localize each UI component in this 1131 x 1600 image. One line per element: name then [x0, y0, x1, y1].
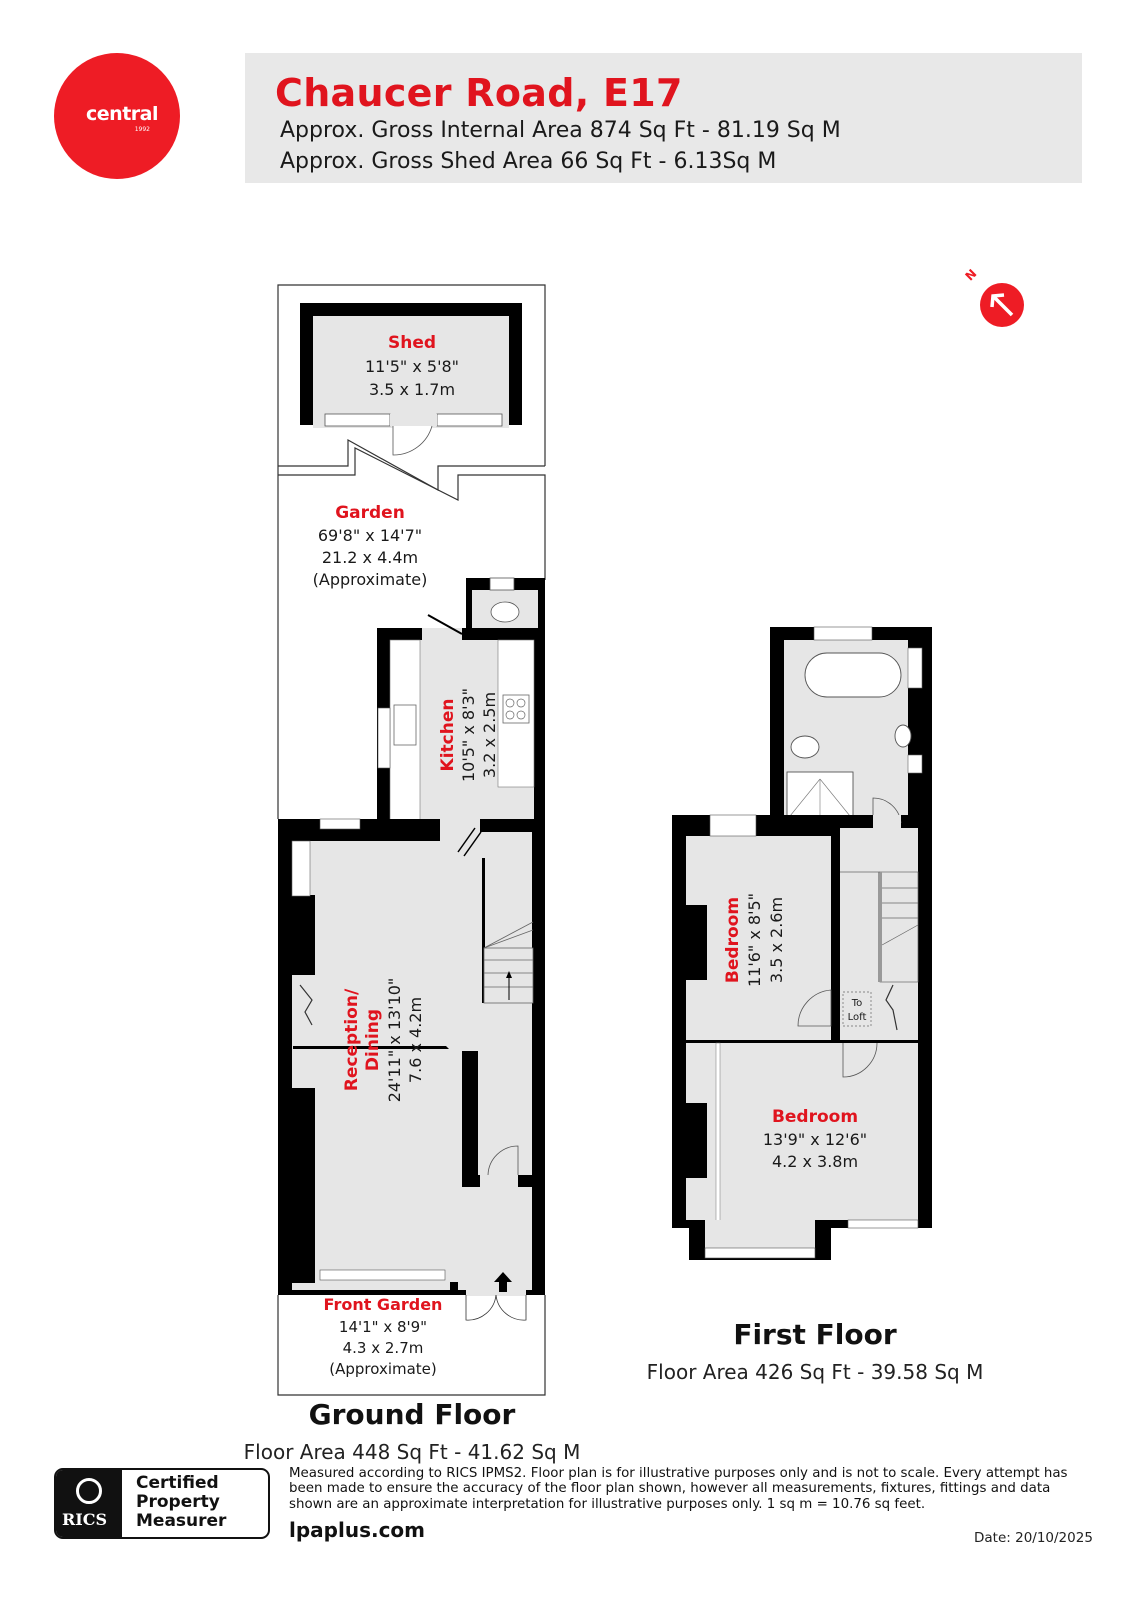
website-link[interactable]: lpaplus.com	[289, 1518, 426, 1542]
cert-line-1: Certified	[136, 1473, 219, 1493]
svg-text:21.2 x 4.4m: 21.2 x 4.4m	[322, 548, 418, 567]
svg-text:Bedroom: Bedroom	[723, 897, 743, 983]
central-logo: central 1992	[54, 53, 180, 179]
certified-measurer-text: Certified Property Measurer	[136, 1474, 226, 1531]
svg-text:3.5 x 1.7m: 3.5 x 1.7m	[369, 380, 455, 399]
svg-text:13'9" x 12'6": 13'9" x 12'6"	[763, 1130, 867, 1149]
ground-floor-plan: Shed 11'5" x 5'8" 3.5 x 1.7m Garden 69'8…	[277, 284, 546, 1396]
cert-line-2: Property	[136, 1492, 220, 1512]
header-band: Chaucer Road, E17 Approx. Gross Internal…	[245, 53, 1082, 183]
north-arrow-icon	[980, 283, 1024, 327]
svg-text:24'11" x 13'10": 24'11" x 13'10"	[385, 978, 404, 1103]
ground-floor-walls: Kitchen 10'5" x 8'3" 3.2 x 2.5m	[278, 577, 545, 1321]
lion-icon	[76, 1478, 102, 1504]
svg-text:10'5" x 8'3": 10'5" x 8'3"	[459, 688, 478, 782]
svg-text:14'1" x 8'9": 14'1" x 8'9"	[339, 1318, 427, 1336]
cert-line-3: Measurer	[136, 1511, 227, 1531]
brand-name: central	[86, 103, 158, 125]
rics-wordmark: RICS	[62, 1510, 108, 1529]
first-floor-area: Floor Area 426 Sq Ft - 39.58 Sq M	[646, 1360, 984, 1384]
svg-text:11'6" x 8'5": 11'6" x 8'5"	[745, 893, 764, 987]
svg-text:To: To	[851, 998, 863, 1009]
svg-text:3.2 x 2.5m: 3.2 x 2.5m	[480, 692, 499, 778]
svg-text:Shed: Shed	[388, 333, 436, 353]
svg-text:4.3 x 2.7m: 4.3 x 2.7m	[343, 1339, 424, 1357]
svg-text:3.5 x 2.6m: 3.5 x 2.6m	[767, 897, 786, 983]
svg-text:7.6 x 4.2m: 7.6 x 4.2m	[406, 997, 425, 1083]
page-title: Chaucer Road, E17	[275, 71, 683, 115]
shed-room: Shed 11'5" x 5'8" 3.5 x 1.7m	[300, 303, 522, 456]
first-floor-plan: To Loft Bedroom 11'6" x 8'5" 3.5 x 2.6m …	[672, 626, 932, 1260]
svg-text:11'5" x 5'8": 11'5" x 5'8"	[365, 357, 459, 376]
svg-text:Dining: Dining	[363, 1009, 383, 1071]
svg-text:Bedroom: Bedroom	[772, 1107, 858, 1127]
gross-shed-area: Approx. Gross Shed Area 66 Sq Ft - 6.13S…	[280, 149, 777, 174]
svg-text:Kitchen: Kitchen	[438, 699, 458, 772]
brand-year: 1992	[134, 126, 150, 133]
svg-text:(Approximate): (Approximate)	[329, 1360, 437, 1378]
svg-text:(Approximate): (Approximate)	[313, 570, 428, 589]
svg-text:Loft: Loft	[848, 1012, 867, 1023]
svg-text:Garden: Garden	[335, 503, 405, 523]
plan-date: Date: 20/10/2025	[974, 1530, 1093, 1546]
front-garden-label: Front Garden 14'1" x 8'9" 4.3 x 2.7m (Ap…	[324, 1295, 443, 1378]
ground-floor-area: Floor Area 448 Sq Ft - 41.62 Sq M	[243, 1440, 581, 1464]
rics-certified-badge: RICS Certified Property Measurer	[54, 1468, 270, 1539]
rics-logo: RICS	[56, 1470, 122, 1537]
gross-internal-area: Approx. Gross Internal Area 874 Sq Ft - …	[280, 118, 841, 143]
garden-label: Garden 69'8" x 14'7" 21.2 x 4.4m (Approx…	[313, 503, 428, 589]
svg-text:Front Garden: Front Garden	[324, 1295, 443, 1314]
first-floor-title: First Floor	[733, 1318, 897, 1351]
svg-text:4.2 x 3.8m: 4.2 x 3.8m	[772, 1152, 858, 1171]
svg-text:69'8" x 14'7": 69'8" x 14'7"	[318, 526, 422, 545]
svg-text:Reception/: Reception/	[342, 988, 362, 1091]
disclaimer-text: Measured according to RICS IPMS2. Floor …	[289, 1466, 1068, 1512]
ground-floor-title: Ground Floor	[308, 1398, 516, 1431]
